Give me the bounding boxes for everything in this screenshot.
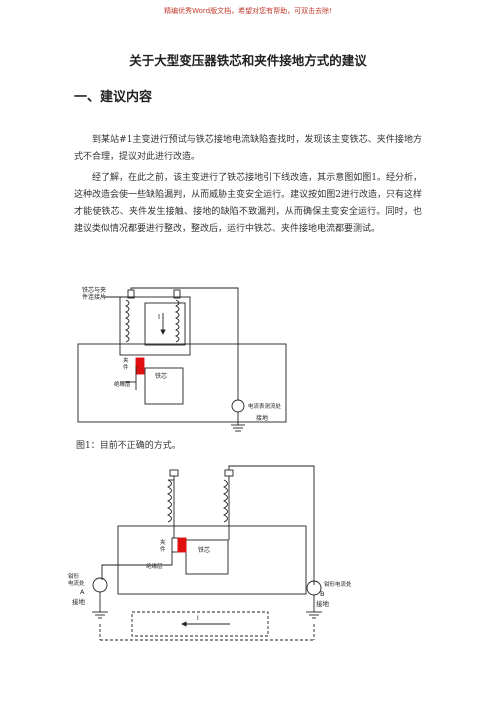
fig1-coil-right — [174, 299, 180, 343]
fig2-current-symbol: I — [197, 615, 199, 622]
fig2-meter-a — [92, 577, 108, 593]
fig2-right-meter-point: B — [320, 590, 324, 598]
fig1-clamp-label-2: 件 — [123, 363, 129, 371]
fig1-tank — [77, 343, 287, 423]
section-heading: 一、建议内容 — [74, 90, 153, 105]
fig1-current-symbol: I — [158, 313, 160, 321]
fig1-meter — [231, 399, 245, 413]
fig2-clamp-white — [171, 537, 179, 553]
fig2-bushing-left — [169, 469, 179, 477]
fig2-coil-left — [166, 479, 172, 523]
fig1-ground-label: 接地 — [256, 414, 268, 422]
fig1-connector-label-1: 铁芯与夹 — [82, 286, 106, 294]
fig1-clamp — [135, 357, 145, 375]
fig2-left-ground-label: 接地 — [72, 597, 86, 606]
fig2-clamp-label-1: 夹 — [160, 538, 166, 546]
fig1-bushing-right — [173, 289, 181, 299]
figure-2 — [92, 465, 322, 641]
fig2-earth-loop — [131, 611, 269, 637]
fig2-clamp-label-2: 件 — [160, 545, 166, 553]
fig1-core — [144, 367, 184, 405]
fig2-right-ground-label: 接地 — [316, 599, 330, 608]
fig1-coil-left — [124, 299, 130, 343]
fig2-tank — [117, 525, 307, 595]
fig2-clamp-red — [177, 537, 187, 553]
figure-1 — [77, 287, 287, 432]
fig2-bushing-right — [224, 469, 234, 477]
fig1-meter-label: 电流表测流处 — [248, 402, 282, 410]
fig1-connector-label-2: 件连接片 — [82, 293, 106, 301]
fig2-left-meter-point: A — [80, 588, 85, 596]
fig1-inner-loop — [144, 302, 186, 346]
fig2-core-label: 铁芯 — [198, 546, 210, 554]
watermark-banner: 精编优秀Word版文档，希望对您有帮助，可双击去除! — [164, 7, 332, 15]
paragraph-2: 经了解，在此之前，该主变进行了铁芯接地引下线改造，其示意图如图1。经分析，这种改… — [74, 173, 422, 234]
paragraph-1: 到某站#1主变进行预试与铁芯接地电流缺陷查找时，发现该主变铁芯、夹件接地方式不合… — [74, 135, 422, 162]
fig1-insulation-label: 绝缘层 — [114, 380, 131, 388]
fig2-core — [185, 539, 229, 575]
fig2-right-meter-label: 钳形电流处 — [324, 580, 352, 588]
fig1-core-label: 铁芯 — [155, 372, 167, 380]
fig2-coil-right — [222, 479, 228, 523]
document-title: 关于大型变压器铁芯和夹件接地方式的建议 — [129, 53, 367, 68]
fig2-insulation-label: 绝缘层 — [146, 562, 163, 570]
figure-1-caption: 图1：目前不正确的方式。 — [76, 441, 181, 451]
fig1-clamp-label-1: 夹 — [123, 356, 129, 364]
fig1-frame — [119, 296, 191, 356]
fig2-left-meter-label-1: 钳形 — [68, 572, 80, 580]
fig2-left-meter-label-2: 电流处 — [68, 579, 85, 587]
